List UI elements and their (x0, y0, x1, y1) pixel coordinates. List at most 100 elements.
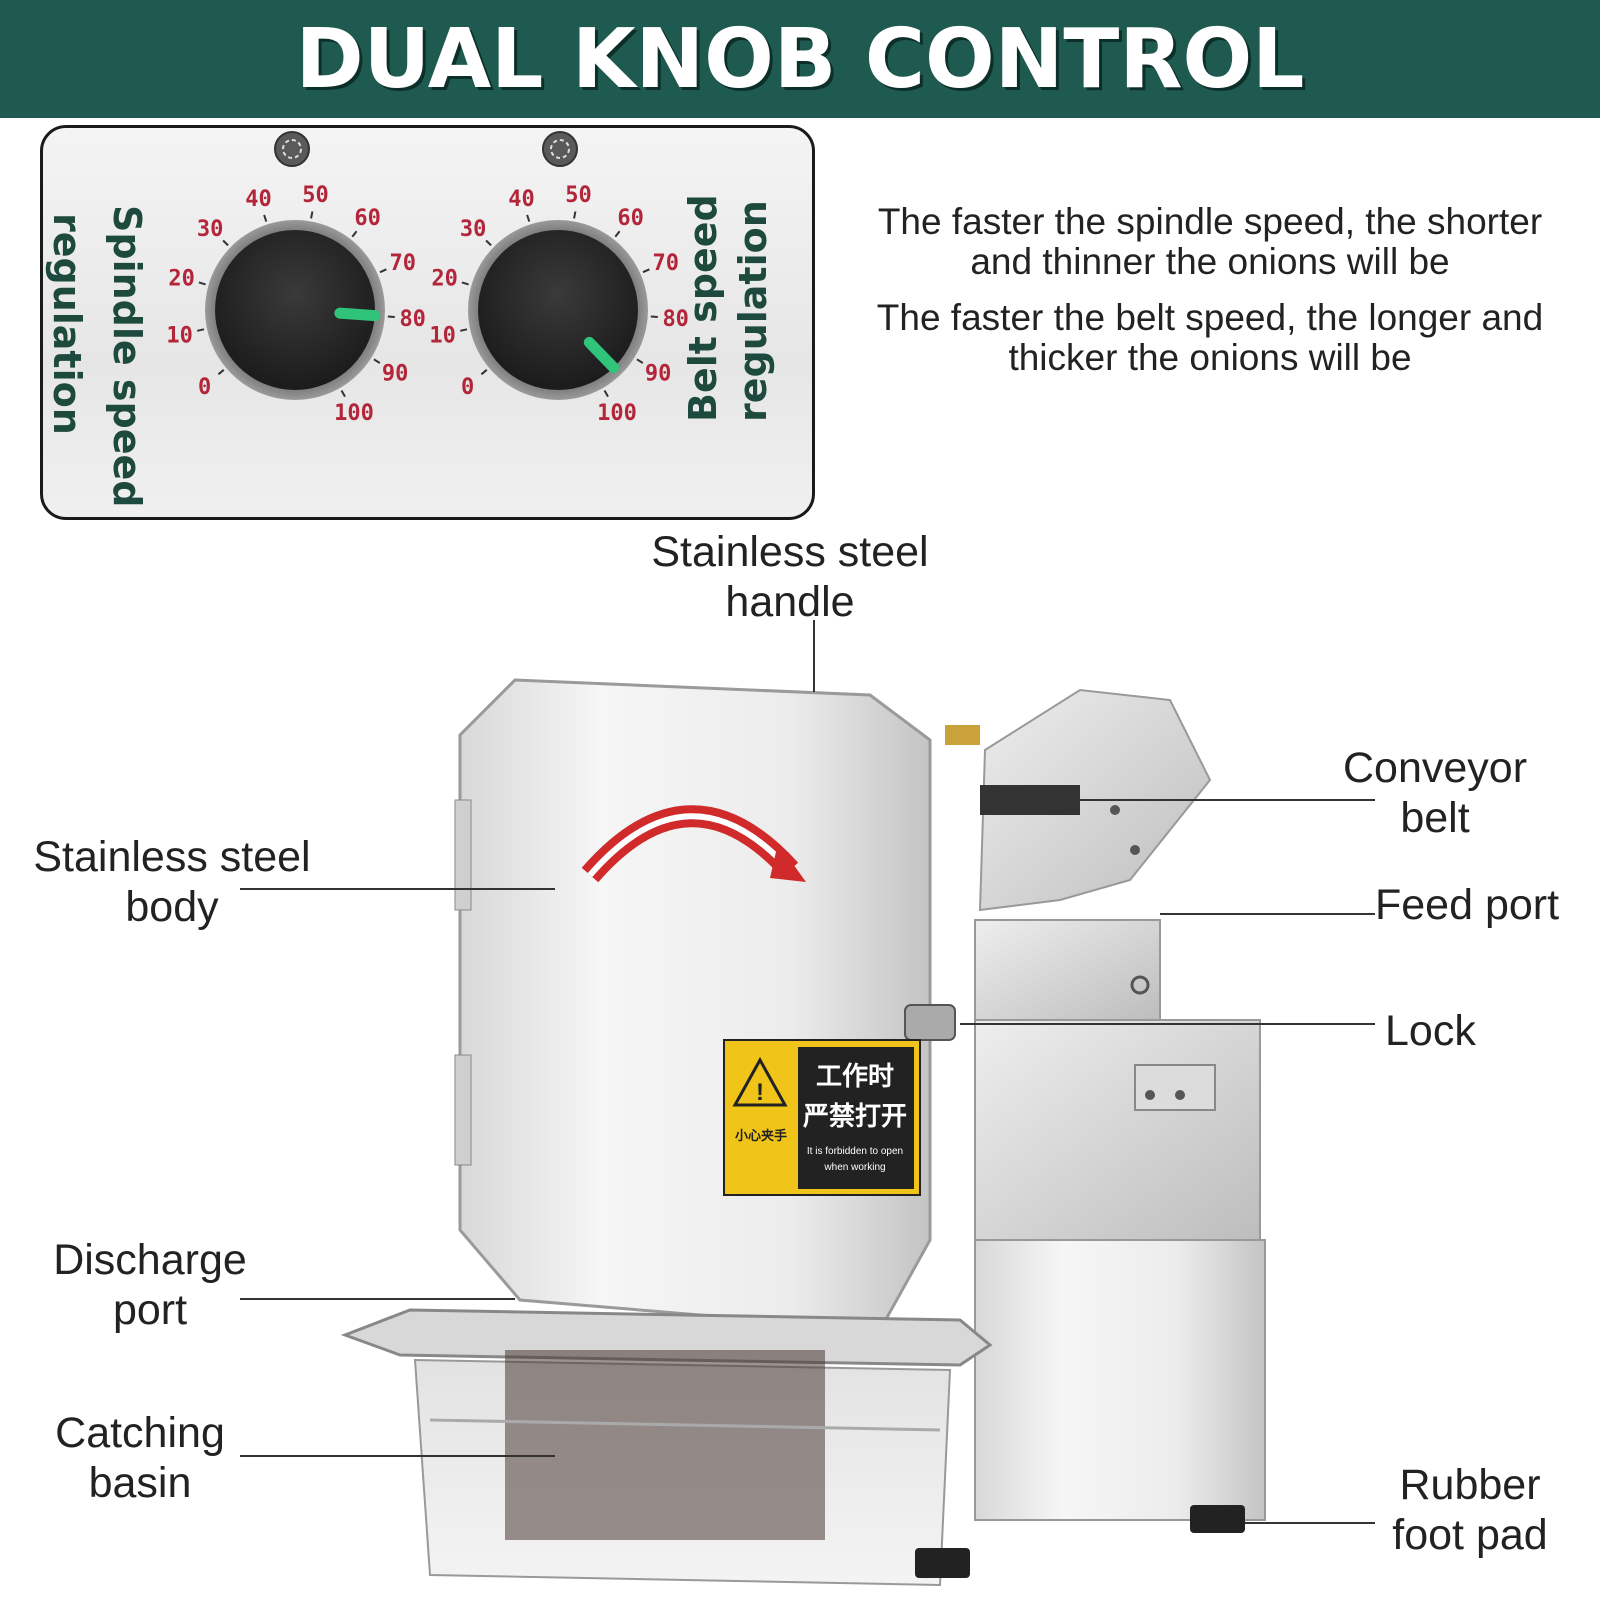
leader-body (240, 888, 555, 890)
belt-dial-tick-10: 100 (597, 401, 637, 426)
belt-dial-tick-6: 60 (617, 206, 644, 231)
spindle-description-line1: The faster the spindle speed, the shorte… (877, 201, 1543, 242)
spindle-dial-tickmark-3 (222, 239, 229, 247)
belt-dial-tick-7: 70 (653, 251, 680, 276)
spindle-dial-tick-8: 80 (399, 307, 426, 332)
callout-basin-line1: Catching (55, 1409, 225, 1457)
leader-feed (1160, 913, 1375, 915)
warning-cn-line1: 工作时 (816, 1062, 894, 1092)
spindle-dial-tick-9: 90 (382, 362, 409, 387)
belt-description: The faster the belt speed, the longer an… (850, 298, 1570, 378)
callout-handle: Stainless steel handle (640, 527, 940, 627)
callout-body: Stainless steel body (22, 832, 322, 932)
spindle-dial-tickmark-8 (387, 315, 395, 318)
callout-conveyor-line2: belt (1400, 794, 1470, 842)
rubber-foot-front (915, 1548, 970, 1578)
spindle-knob-pointer (334, 307, 381, 322)
spindle-description-line2: and thinner the onions will be (970, 241, 1450, 282)
belt-dial-tick-0: 0 (461, 375, 474, 400)
belt-dial-tick-4: 40 (508, 187, 535, 212)
callout-foot: Rubber foot pad (1370, 1460, 1570, 1560)
spindle-speed-knob[interactable] (205, 220, 385, 400)
warning-cn-line2: 严禁打开 (803, 1102, 907, 1132)
leader-foot (1245, 1522, 1375, 1524)
callout-conveyor-line1: Conveyor (1342, 744, 1528, 792)
catching-basin (340, 1308, 993, 1587)
belt-dial-tick-5: 50 (565, 183, 592, 208)
spindle-dial-tick-2: 20 (168, 267, 195, 292)
belt-dial-tick-8: 80 (662, 307, 689, 332)
warning-en-line1: It is forbidden to open (807, 1146, 903, 1157)
belt-knob-pointer (583, 336, 620, 373)
leader-basin (240, 1455, 555, 1457)
callout-body-line1: Stainless steel (33, 833, 311, 881)
control-panel: Spindle speed regulation Belt speed regu… (40, 125, 815, 520)
screw-left-icon (274, 131, 310, 167)
callout-feed-line1: Feed port (1375, 881, 1560, 929)
spindle-dial-tick-5: 50 (302, 183, 329, 208)
belt-dial-tickmark-0 (480, 369, 488, 376)
belt-description-line2: thicker the onions will be (1008, 337, 1412, 378)
belt-dial-tickmark-9 (636, 358, 644, 364)
spindle-dial-tickmark-10 (340, 390, 346, 398)
spindle-dial-tick-7: 70 (390, 251, 417, 276)
belt-dial-tick-1: 10 (429, 324, 456, 349)
spindle-dial-tick-6: 60 (354, 206, 381, 231)
callout-handle-line1: Stainless steel (651, 528, 929, 576)
callout-handle-line2: handle (725, 578, 855, 626)
spindle-dial-tickmark-0 (217, 369, 225, 376)
spindle-dial-tickmark-7 (379, 268, 387, 274)
warning-cn-small: 小心夹手 (735, 1128, 787, 1144)
banner-title: DUAL KNOB CONTROL (295, 11, 1305, 107)
belt-dial-tickmark-6 (614, 230, 621, 238)
callout-discharge-line2: port (112, 1286, 188, 1334)
warning-en-line2: when working (823, 1162, 885, 1173)
belt-dial-tickmark-4 (526, 214, 531, 222)
leader-lock (960, 1023, 1375, 1025)
belt-dial-tickmark-10 (603, 390, 609, 398)
spindle-dial-tickmark-2 (198, 281, 206, 286)
warning-triangle-icon: ! (756, 1079, 764, 1106)
spindle-dial-tick-1: 10 (166, 324, 193, 349)
callout-body-line2: body (125, 883, 219, 931)
callout-foot-line2: foot pad (1392, 1511, 1548, 1559)
belt-dial-tickmark-3 (485, 239, 492, 247)
callout-lock-line1: Lock (1385, 1007, 1476, 1055)
rubber-foot-rear (1190, 1505, 1245, 1533)
title-banner: DUAL KNOB CONTROL (0, 0, 1600, 118)
warning-label: ! 小心夹手 工作时 严禁打开 It is forbidden to open … (723, 1039, 921, 1196)
spindle-dial-tickmark-4 (263, 214, 268, 222)
callout-feed: Feed port (1375, 880, 1595, 930)
belt-speed-knob[interactable] (468, 220, 648, 400)
callout-lock: Lock (1385, 1006, 1505, 1056)
belt-dial-tick-9: 90 (645, 362, 672, 387)
belt-dial-tickmark-5 (573, 211, 577, 219)
belt-dial-tickmark-1 (459, 328, 468, 332)
callout-discharge-line1: Discharge (53, 1236, 247, 1284)
spindle-dial-tick-10: 100 (334, 401, 374, 426)
leader-conveyor (1075, 799, 1375, 801)
belt-dial-tick-2: 20 (431, 267, 458, 292)
callout-conveyor: Conveyor belt (1330, 743, 1540, 843)
screw-right-icon (542, 131, 578, 167)
stainless-steel-body (454, 678, 956, 1332)
leader-handle (813, 620, 815, 692)
callout-foot-line1: Rubber (1399, 1461, 1541, 1509)
spindle-dial-tickmark-6 (351, 230, 358, 238)
spindle-description: The faster the spindle speed, the shorte… (850, 202, 1570, 282)
spindle-dial-tickmark-5 (310, 211, 314, 219)
spindle-dial-tickmark-9 (373, 358, 381, 364)
callout-basin: Catching basin (40, 1408, 240, 1508)
spindle-dial-tickmark-1 (196, 328, 205, 332)
spindle-dial-tick-0: 0 (198, 375, 211, 400)
belt-dial-tickmark-2 (461, 281, 469, 286)
belt-dial-tickmark-8 (650, 315, 658, 318)
leader-discharge (240, 1298, 515, 1300)
spindle-dial-tick-3: 30 (197, 217, 224, 242)
machine-rear-housing (974, 919, 1266, 1521)
callout-basin-line2: basin (88, 1459, 192, 1507)
belt-description-line1: The faster the belt speed, the longer an… (876, 297, 1544, 338)
